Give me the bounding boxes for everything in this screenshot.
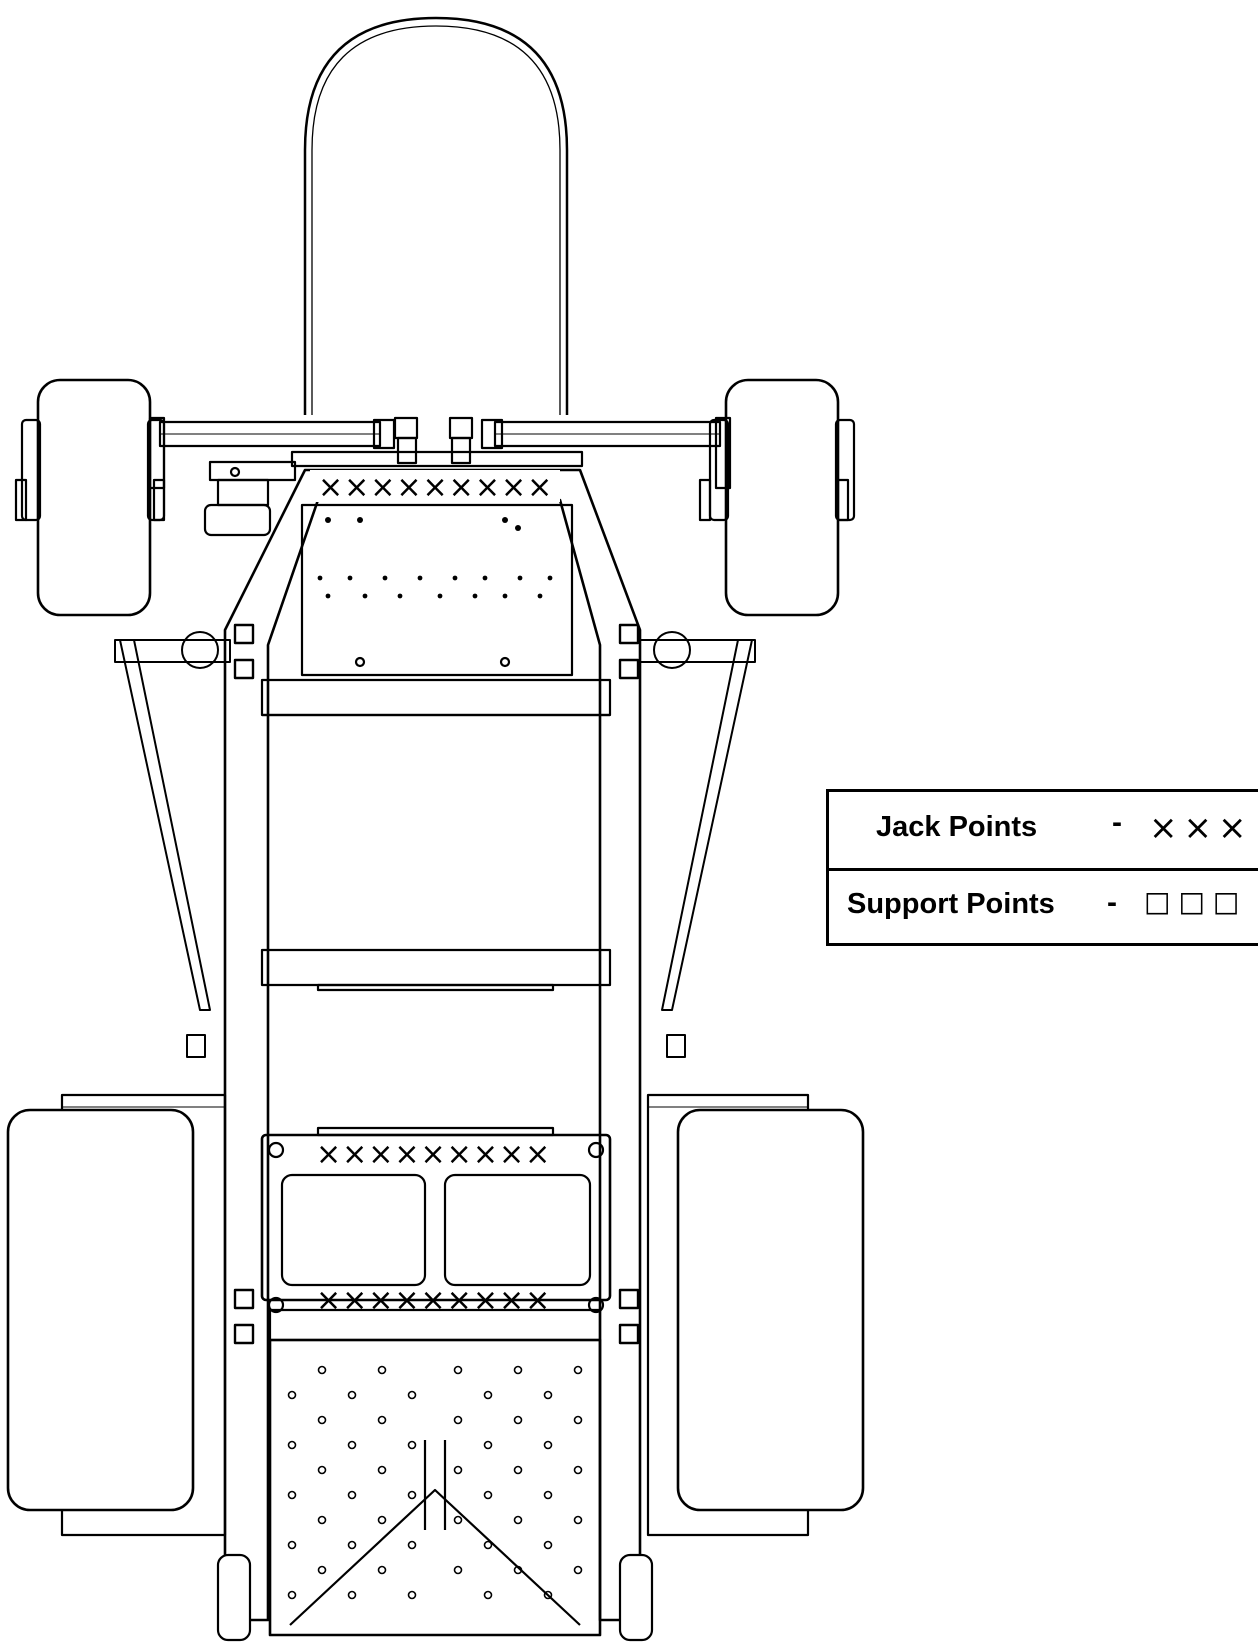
plate-hole xyxy=(513,1565,523,1575)
top-plate-holes xyxy=(317,517,553,599)
legend-support-symbol: □□□ xyxy=(1144,885,1248,918)
front-axle xyxy=(148,416,732,490)
plate-hole xyxy=(377,1515,387,1525)
plate-hole xyxy=(573,1415,583,1425)
plate-hole xyxy=(377,1365,387,1375)
plate-hole xyxy=(483,1490,493,1500)
plate-hole xyxy=(377,1465,387,1475)
jack-point-row-top: ××××××××× xyxy=(318,470,553,505)
support-point-square xyxy=(233,1288,255,1310)
plate-hole xyxy=(317,1465,327,1475)
plate-hole xyxy=(513,1465,523,1475)
support-point-square xyxy=(618,1288,640,1310)
plate-hole xyxy=(287,1490,297,1500)
plate-hole xyxy=(483,1540,493,1550)
plate-hole xyxy=(347,1540,357,1550)
plate-hole xyxy=(287,1540,297,1550)
plate-hole xyxy=(453,1365,463,1375)
legend-support-dash: - xyxy=(1107,886,1117,919)
legend-jack-dash: - xyxy=(1112,806,1122,839)
plate-hole xyxy=(407,1440,417,1450)
legend-jack-symbol: ××× xyxy=(1149,808,1253,848)
plate-hole xyxy=(573,1565,583,1575)
plate-hole xyxy=(453,1415,463,1425)
rear-casters xyxy=(216,1553,654,1642)
plate-hole xyxy=(543,1440,553,1450)
legend-row-jack: Jack Points - ××× xyxy=(829,792,1258,871)
front-wheel-right xyxy=(698,378,856,617)
rear-wheel-left xyxy=(6,1108,195,1512)
seat-inner xyxy=(311,25,561,415)
main-frame xyxy=(223,468,642,1622)
seat-outline xyxy=(303,16,569,415)
support-point-square xyxy=(618,1323,640,1345)
plate-hole xyxy=(287,1590,297,1600)
support-point-square xyxy=(233,1323,255,1345)
support-point-square xyxy=(233,623,255,645)
plate-hole xyxy=(513,1365,523,1375)
plate-hole xyxy=(377,1415,387,1425)
plate-hole xyxy=(573,1465,583,1475)
plate-hole xyxy=(317,1565,327,1575)
plate-hole xyxy=(453,1515,463,1525)
plate-hole xyxy=(347,1390,357,1400)
support-points xyxy=(233,623,640,1345)
plate-hole xyxy=(573,1515,583,1525)
legend-row-support: Support Points - □□□ xyxy=(829,869,1258,945)
jack-points: ××××××××× ××××××××× ××××××××× xyxy=(310,470,560,1318)
plate-hole xyxy=(483,1440,493,1450)
rear-plate-holes xyxy=(287,1365,583,1600)
plate-hole xyxy=(483,1590,493,1600)
plate-hole xyxy=(513,1415,523,1425)
plate-hole xyxy=(317,1415,327,1425)
legend-support-label: Support Points xyxy=(847,888,1055,920)
rear-wheel-right xyxy=(676,1108,865,1512)
front-wheel-left xyxy=(14,378,166,617)
rear-plate xyxy=(268,1308,602,1637)
jack-point-row-mid: ××××××××× xyxy=(316,1137,551,1172)
plate-hole xyxy=(317,1365,327,1375)
plate-hole xyxy=(513,1515,523,1525)
plate-hole xyxy=(407,1590,417,1600)
plate-hole xyxy=(573,1365,583,1375)
plate-hole xyxy=(347,1590,357,1600)
plate-hole xyxy=(317,1515,327,1525)
plate-hole xyxy=(377,1565,387,1575)
plate-hole xyxy=(543,1590,553,1600)
plate-hole xyxy=(543,1390,553,1400)
legend-jack-label: Jack Points xyxy=(876,811,1038,843)
plate-hole xyxy=(543,1490,553,1500)
plate-hole xyxy=(407,1390,417,1400)
plate-hole xyxy=(347,1440,357,1450)
legend-box: Jack Points - ××× Support Points - □□□ xyxy=(826,789,1258,946)
plate-hole xyxy=(287,1390,297,1400)
plate-hole xyxy=(347,1490,357,1500)
plate-hole xyxy=(543,1540,553,1550)
steering-linkage xyxy=(203,460,297,537)
plate-hole xyxy=(407,1490,417,1500)
support-point-square xyxy=(618,658,640,680)
jack-point-row-bottom: ××××××××× xyxy=(316,1283,551,1318)
tie-rods xyxy=(114,631,756,1058)
support-point-square xyxy=(618,623,640,645)
support-point-square xyxy=(233,658,255,680)
plate-hole xyxy=(287,1440,297,1450)
plate-hole xyxy=(453,1465,463,1475)
plate-hole xyxy=(453,1565,463,1575)
plate-hole xyxy=(407,1540,417,1550)
plate-hole xyxy=(483,1390,493,1400)
